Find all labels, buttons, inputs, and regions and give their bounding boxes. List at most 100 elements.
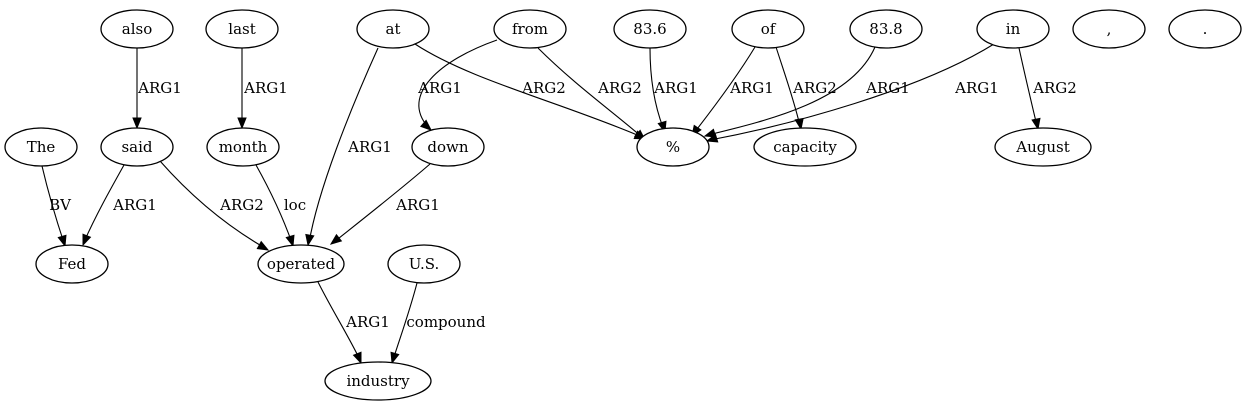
arrowhead-icon — [237, 117, 247, 130]
node-shape — [1168, 9, 1242, 49]
arrowhead-icon — [329, 233, 343, 245]
edge-said-operated: ARG2 — [159, 160, 270, 251]
edge-line — [693, 46, 756, 134]
arrowhead-icon — [1031, 117, 1041, 131]
edge-label: ARG2 — [521, 79, 566, 97]
arrowhead-icon — [390, 351, 400, 365]
edge-line — [159, 160, 266, 249]
edge-of-capacity: ARG2 — [775, 46, 837, 131]
node-shape — [35, 244, 109, 284]
edge-line — [709, 43, 995, 141]
node-shape — [636, 127, 710, 167]
node-shape — [1072, 9, 1146, 49]
edge-line — [83, 164, 125, 243]
edge-line — [317, 281, 361, 361]
edge-label: BV — [49, 196, 72, 214]
edge-label: ARG2 — [1032, 79, 1077, 97]
node-label: of — [761, 20, 777, 38]
node-comma: , — [1072, 9, 1146, 49]
edge-at-operated: ARG1 — [305, 47, 392, 247]
edge-label: ARG2 — [219, 196, 264, 214]
node-period: . — [1168, 9, 1242, 49]
edge-line — [707, 46, 876, 136]
edge-label: ARG1 — [395, 196, 440, 214]
edge-label: compound — [406, 313, 486, 331]
node-of: of — [731, 9, 805, 49]
node-shape — [100, 9, 174, 49]
node-label: The — [27, 138, 56, 156]
node-label: U.S. — [409, 255, 440, 273]
edge-in-august: ARG2 — [1018, 47, 1077, 131]
node-label: also — [122, 20, 152, 38]
node-shape — [205, 9, 279, 49]
arrowhead-icon — [352, 351, 362, 365]
node-label: capacity — [773, 138, 837, 156]
edge-label: ARG1 — [729, 79, 774, 97]
node-down: down — [411, 127, 485, 167]
edge-n838-percent: ARG1 — [703, 46, 910, 138]
edge-us-industry: compound — [390, 282, 486, 365]
node-label: 83.6 — [633, 20, 666, 38]
node-shape — [4, 127, 78, 167]
node-label: , — [1107, 20, 1112, 38]
node-shape — [206, 127, 280, 167]
node-shape — [976, 9, 1050, 49]
edge-label: ARG1 — [417, 79, 462, 97]
arrowhead-icon — [132, 117, 142, 130]
node-label: operated — [267, 255, 336, 273]
edge-label: ARG1 — [865, 79, 910, 97]
node-shape — [356, 9, 430, 49]
arrowhead-icon — [705, 133, 719, 143]
arrowhead-icon — [703, 128, 717, 138]
node-operated: operated — [257, 244, 345, 284]
node-label: industry — [346, 372, 410, 390]
edge-line — [775, 46, 801, 127]
node-from: from — [493, 9, 567, 49]
node-august: August — [994, 127, 1092, 167]
node-label: 83.8 — [869, 20, 902, 38]
node-last: last — [205, 9, 279, 49]
edge-line — [414, 43, 643, 138]
edge-also-said: ARG1 — [132, 48, 182, 130]
node-said: said — [100, 127, 174, 167]
arrowhead-icon — [285, 234, 295, 248]
edge-in-percent: ARG1 — [705, 43, 999, 143]
node-shape — [257, 244, 345, 284]
edge-n836-percent: ARG1 — [649, 47, 698, 134]
node-shape — [731, 9, 805, 49]
arrowhead-icon — [57, 234, 67, 248]
node-fed: Fed — [35, 244, 109, 284]
edge-line — [333, 163, 431, 243]
edge-label: ARG1 — [112, 196, 157, 214]
node-percent: % — [636, 127, 710, 167]
node-shape — [493, 9, 567, 49]
edge-label: ARG1 — [653, 79, 698, 97]
edge-line — [308, 47, 379, 244]
node-label: . — [1203, 20, 1208, 38]
edge-from-percent: ARG2 — [537, 47, 647, 141]
node-label: in — [1006, 20, 1021, 38]
edge-label: ARG1 — [137, 79, 182, 97]
node-label: % — [666, 138, 680, 156]
edge-label: ARG1 — [243, 79, 288, 97]
node-shape — [613, 9, 687, 49]
edge-operated-industry: ARG1 — [317, 281, 390, 365]
edge-of-percent: ARG1 — [691, 46, 774, 138]
edge-label: ARG2 — [792, 79, 837, 97]
edge-the-fed: BV — [41, 165, 72, 248]
arrowhead-icon — [305, 233, 315, 247]
edge-line — [255, 164, 293, 244]
node-shape — [324, 361, 432, 401]
node-shape — [849, 9, 923, 49]
arrowhead-icon — [82, 233, 92, 247]
edge-month-operated: loc — [255, 164, 306, 248]
edge-label: ARG2 — [597, 79, 642, 97]
edge-from-down: ARG1 — [417, 39, 498, 131]
node-shape — [753, 127, 857, 167]
node-us: U.S. — [387, 244, 461, 284]
node-label: last — [228, 20, 255, 38]
node-industry: industry — [324, 361, 432, 401]
edge-label: ARG1 — [954, 79, 999, 97]
